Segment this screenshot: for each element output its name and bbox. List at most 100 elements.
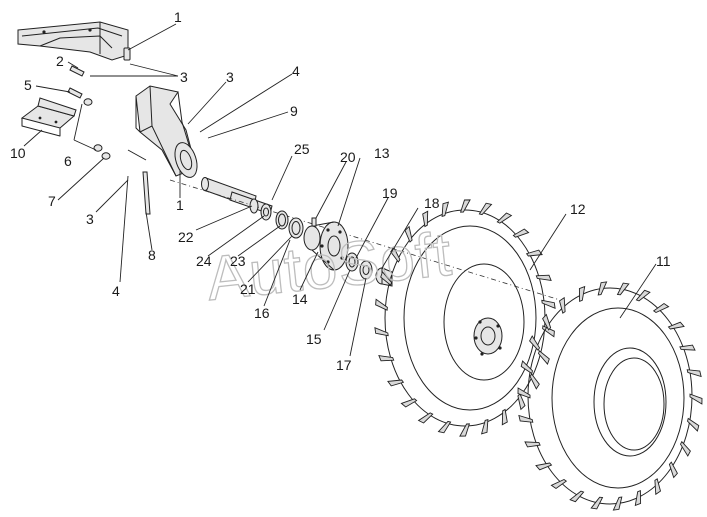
tread-lug [437, 420, 452, 434]
tread-lug [569, 490, 585, 503]
tread-lug [529, 335, 541, 352]
tread-lug [374, 326, 389, 337]
tread-lug [535, 462, 553, 471]
tread-lug [517, 393, 526, 411]
tread-lug [459, 199, 471, 213]
bracket-plate-10 [20, 97, 77, 137]
tread-lug [422, 210, 429, 228]
tread-lug [378, 355, 395, 362]
callout-13: 13 [374, 145, 390, 161]
callout-4b: 4 [112, 283, 120, 299]
bolt-5 [67, 87, 83, 99]
callout-12: 12 [570, 201, 586, 217]
pin-8 [142, 171, 151, 215]
tread-lug [541, 299, 556, 310]
tread-lug [529, 373, 540, 390]
tread-lug [518, 414, 534, 423]
nut-6-lower [93, 144, 103, 152]
tread-lug [501, 408, 508, 426]
wheel-12-treads [374, 199, 556, 437]
callout-1: 1 [176, 197, 184, 213]
tread-lug [478, 202, 493, 216]
callout-25: 25 [294, 141, 310, 157]
callout-19: 19 [382, 185, 398, 201]
callout-10: 10 [10, 145, 26, 161]
callout-3b: 3 [226, 69, 234, 85]
tread-lug [668, 461, 678, 479]
tread-lug [652, 302, 670, 314]
tread-lug [525, 249, 543, 257]
tread-lug [496, 212, 513, 224]
callout-18: 18 [424, 195, 440, 211]
wheel-11-treads [517, 281, 703, 511]
bolt-2-upper [123, 47, 131, 61]
callout-6: 6 [64, 153, 72, 169]
callout-7: 7 [48, 193, 56, 209]
bearing-15 [345, 252, 359, 272]
tread-lug [380, 271, 393, 286]
callout-24: 24 [196, 253, 212, 269]
tread-lug [590, 496, 604, 510]
tread-lug [390, 246, 401, 263]
callout-17: 17 [336, 357, 352, 373]
callout-3a: 3 [180, 69, 188, 85]
washer-22 [249, 198, 259, 214]
wheel-12 [374, 199, 556, 437]
tread-lug [689, 393, 703, 405]
tread-lug [679, 440, 691, 457]
tread-lug [524, 441, 541, 448]
tread-lug [535, 274, 552, 281]
leader-lines [23, 23, 657, 357]
callout-8: 8 [148, 247, 156, 263]
callout-labels: 1 2 3 3 4 5 9 6 10 7 3 1 8 4 25 20 13 19… [10, 9, 671, 373]
callout-21: 21 [240, 281, 256, 297]
callout-5: 5 [24, 77, 32, 93]
tread-lug [612, 496, 623, 511]
callout-22: 22 [178, 229, 194, 245]
tread-lug [667, 321, 685, 330]
tread-lug [417, 412, 434, 424]
tread-lug [654, 478, 662, 496]
bearing-21 [288, 217, 304, 239]
ring-23 [275, 210, 289, 230]
tread-lug [635, 289, 651, 302]
tread-lug [558, 296, 566, 314]
callout-20: 20 [340, 149, 356, 165]
frame-fragment [17, 21, 129, 61]
assembly-axis [169, 179, 561, 301]
tread-lug [441, 201, 450, 218]
tread-lug [480, 418, 489, 435]
tread-lug [679, 344, 696, 351]
tread-lug [686, 369, 702, 378]
tread-lug [542, 313, 552, 331]
callout-9: 9 [290, 103, 298, 119]
tread-lug [537, 350, 550, 365]
tread-lug [387, 379, 405, 387]
nut-7 [101, 152, 111, 160]
tread-lug [597, 281, 608, 296]
tread-lug [616, 282, 630, 296]
tread-lug [578, 285, 586, 302]
tread-lug [550, 478, 568, 490]
tread-lug [520, 360, 534, 375]
tread-lug [512, 228, 530, 238]
callout-2b: 2 [56, 53, 64, 69]
stud-20 [311, 217, 317, 227]
tread-lug [517, 387, 531, 399]
callout-3c: 3 [86, 211, 94, 227]
callout-23: 23 [230, 253, 246, 269]
tread-lug [634, 490, 642, 507]
mounting-bracket-1 [127, 85, 198, 178]
tread-lug [400, 398, 418, 408]
nut-6-upper [83, 98, 93, 106]
bolt-2-left [69, 65, 85, 77]
wheel-11 [517, 281, 703, 511]
callout-15: 15 [306, 331, 322, 347]
callout-14: 14 [292, 291, 308, 307]
tread-lug [459, 423, 471, 437]
tread-lug [375, 298, 388, 311]
callout-4a: 4 [292, 63, 300, 79]
callout-16: 16 [254, 305, 270, 321]
